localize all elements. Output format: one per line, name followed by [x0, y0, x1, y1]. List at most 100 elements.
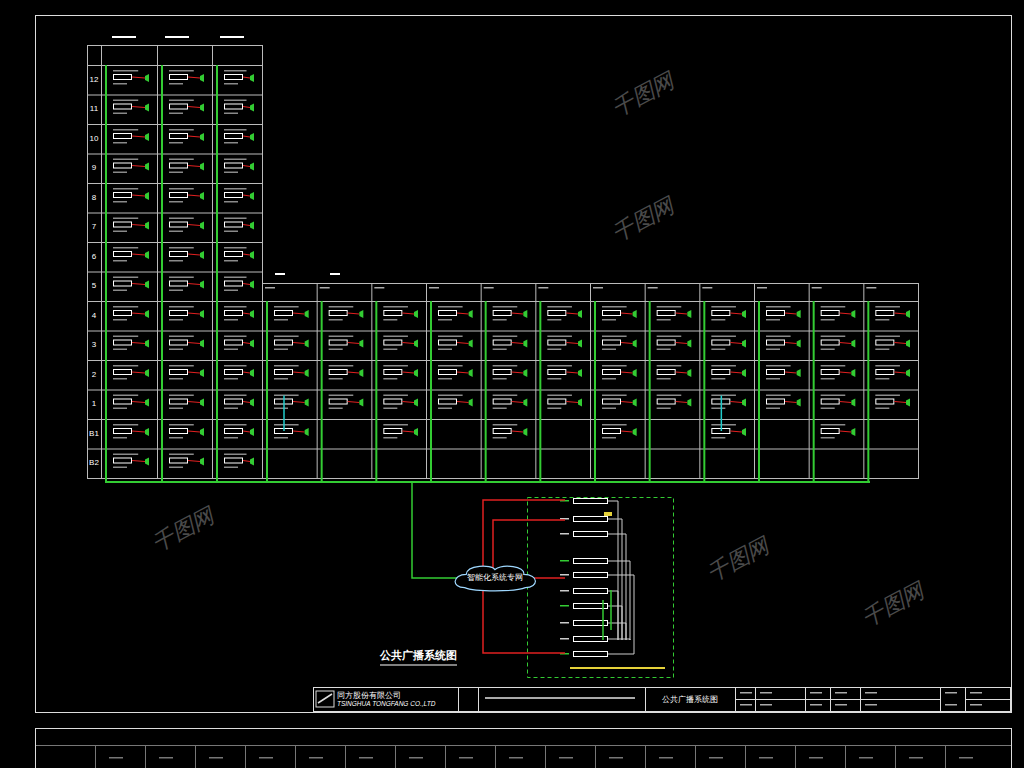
floor-number: 12	[87, 75, 101, 84]
speaker-wire	[188, 402, 200, 403]
speaker-wire	[188, 313, 200, 314]
table-text-mark	[759, 757, 773, 759]
device-text-mark	[547, 336, 572, 338]
amplifier-symbol	[767, 370, 785, 375]
device-text-mark	[113, 437, 127, 439]
amplifier-symbol	[114, 311, 132, 316]
speaker-wire	[402, 343, 414, 344]
rack-device	[574, 652, 608, 657]
amplifier-symbol	[493, 370, 511, 375]
device-text-mark	[113, 424, 138, 426]
device-text-mark	[113, 100, 138, 102]
speaker-symbol	[414, 428, 418, 436]
speaker-wire	[566, 372, 578, 373]
device-text-mark	[224, 277, 247, 279]
rack-device-text	[560, 622, 569, 624]
amplifier-symbol	[876, 311, 894, 316]
amplifier-symbol	[170, 281, 188, 286]
speaker-wire	[348, 343, 360, 344]
device-text-mark	[113, 201, 127, 203]
speaker-wire	[512, 402, 524, 403]
amplifier-symbol	[657, 311, 675, 316]
device-text-mark	[547, 319, 561, 321]
device-text-mark	[274, 336, 299, 338]
device-text-mark	[169, 336, 194, 338]
device-text-mark	[224, 260, 238, 262]
speaker-symbol	[145, 428, 149, 436]
speaker-wire	[894, 402, 906, 403]
amplifier-symbol	[114, 222, 132, 227]
speaker-symbol	[797, 399, 801, 407]
speaker-symbol	[523, 428, 527, 436]
device-text-mark	[169, 218, 194, 220]
device-text-mark	[224, 408, 238, 410]
riser-cable	[758, 301, 760, 482]
network-cable	[412, 482, 457, 578]
floor-number: 1	[87, 399, 101, 408]
rack-wire	[608, 591, 618, 592]
speaker-wire	[402, 313, 414, 314]
speaker-wire	[293, 343, 305, 344]
rack-wire	[608, 639, 630, 640]
speaker-wire	[132, 372, 145, 373]
cell-text-mark	[835, 692, 847, 694]
speaker-wire	[566, 313, 578, 314]
speaker-symbol	[305, 369, 309, 377]
speaker-symbol	[906, 369, 910, 377]
device-text-mark	[493, 437, 507, 439]
speaker-wire	[243, 77, 250, 78]
title-block-line	[940, 688, 941, 711]
speaker-wire	[243, 284, 250, 285]
device-text-mark	[657, 365, 682, 367]
title-block-line	[458, 688, 459, 711]
amplifier-symbol	[548, 399, 566, 404]
grid-line	[87, 65, 262, 66]
device-text-mark	[169, 424, 194, 426]
speaker-wire	[132, 254, 145, 255]
title-block	[314, 688, 1011, 712]
speaker-wire	[457, 402, 469, 403]
speaker-symbol	[250, 369, 254, 377]
device-text-mark	[113, 231, 127, 233]
speaker-wire	[676, 343, 688, 344]
amplifier-symbol	[548, 340, 566, 345]
speaker-symbol	[633, 340, 637, 348]
device-text-mark	[383, 336, 408, 338]
table-text-mark	[859, 757, 873, 759]
device-text-mark	[274, 395, 299, 397]
device-text-mark	[821, 365, 846, 367]
device-text-mark	[224, 83, 238, 85]
header-mark	[165, 36, 189, 38]
rack-wire	[626, 534, 627, 640]
table-line	[895, 746, 896, 768]
rack-device	[574, 517, 608, 522]
speaker-wire	[512, 431, 524, 432]
cell-text-mark	[970, 704, 982, 706]
device-text-mark	[438, 395, 463, 397]
sheet-border	[36, 16, 1012, 713]
speaker-wire	[188, 195, 200, 196]
amplifier-symbol	[225, 252, 243, 257]
amplifier-symbol	[329, 370, 347, 375]
device-text-mark	[821, 306, 846, 308]
table-text-mark	[959, 757, 973, 759]
speaker-wire	[132, 107, 145, 108]
rack-device-text	[560, 560, 569, 562]
speaker-symbol	[145, 369, 149, 377]
device-text-mark	[169, 159, 194, 161]
speaker-wire	[132, 195, 145, 196]
device-text-mark	[383, 378, 397, 380]
rack-wire	[618, 591, 619, 640]
grid-line	[87, 331, 262, 332]
cell-text-mark	[740, 692, 752, 694]
amplifier-symbol	[767, 340, 785, 345]
device-text-mark	[169, 290, 183, 292]
amplifier-symbol	[384, 399, 402, 404]
device-text-mark	[493, 349, 507, 351]
amplifier-symbol	[821, 429, 839, 434]
speaker-wire	[293, 313, 305, 314]
rack-wire	[608, 606, 622, 607]
amplifier-symbol	[439, 399, 457, 404]
amplifier-symbol	[329, 340, 347, 345]
device-text-mark	[274, 349, 288, 351]
